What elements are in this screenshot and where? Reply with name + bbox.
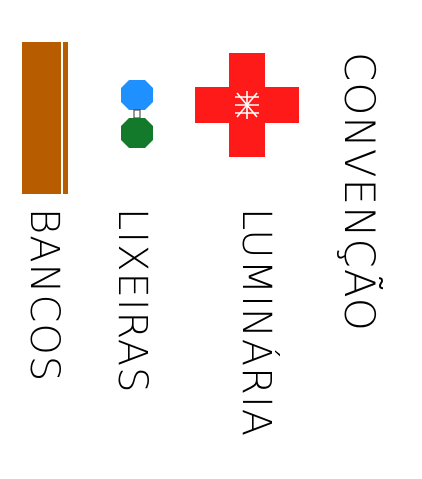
luminaria-cross-icon <box>195 53 299 157</box>
legend-label-luminaria: LUMINÁRIA <box>233 208 279 438</box>
bancos-bench-icon <box>22 42 68 194</box>
legend-label-bancos: BANCOS <box>21 208 67 383</box>
legend-label-lixeiras: LIXEIRAS <box>109 208 155 394</box>
lixeiras-bins-icon <box>121 80 153 148</box>
legend-title: CONVENÇÃO <box>335 52 384 332</box>
